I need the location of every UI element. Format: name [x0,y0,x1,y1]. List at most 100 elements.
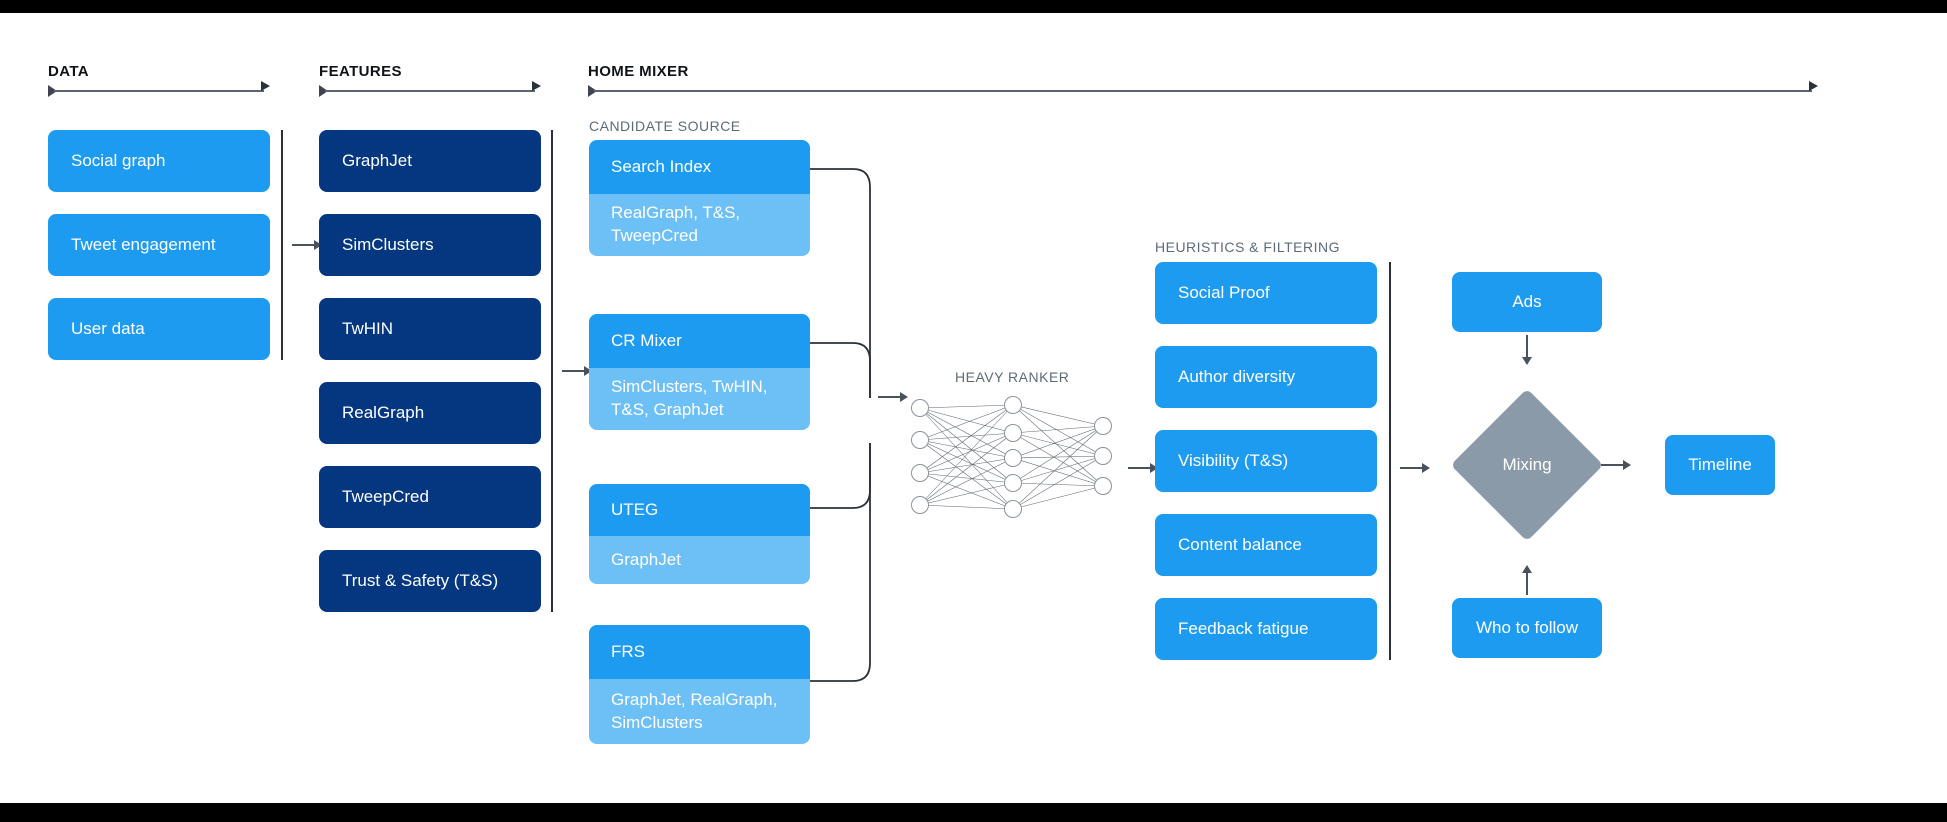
data-box-social-graph[interactable]: Social graph [48,130,270,192]
feature-box-label: TweepCred [342,486,429,506]
sublabel-heavy-ranker: HEAVY RANKER [955,369,1070,385]
data-box-user-data[interactable]: User data [48,298,270,360]
candidate-source-card-search-index[interactable]: Search Index RealGraph, T&S, TweepCred [589,140,810,256]
feature-box-label: GraphJet [342,150,412,170]
arrow-shaft [562,370,585,372]
output-box-ads[interactable]: Ads [1452,272,1602,332]
data-box-tweet-engagement[interactable]: Tweet engagement [48,214,270,276]
arrow-ads-to-mixing [1522,335,1532,365]
feature-box-realgraph[interactable]: RealGraph [319,382,541,444]
feature-box-simclusters[interactable]: SimClusters [319,214,541,276]
arrow-head-icon [584,366,592,376]
card-title: Search Index [589,140,810,194]
rule-start-triangle-icon [48,85,57,97]
arrow-heuristics-to-mixing [1400,463,1430,473]
mixing-diamond[interactable]: Mixing [1450,388,1604,542]
arrow-head-icon [1150,463,1158,473]
rule-arrow-icon [261,81,270,91]
output-box-who-to-follow[interactable]: Who to follow [1452,598,1602,658]
connector-cr-mixer [810,342,871,398]
divider-features-home [551,130,553,612]
candidate-source-card-uteg[interactable]: UTEG GraphJet [589,484,810,584]
divider-heuristics-output [1389,262,1391,660]
rule-arrow-icon [532,81,541,91]
section-rule-features [319,81,543,97]
section-rule-data [48,81,272,97]
divider-data-features [281,130,283,360]
arrow-features-to-home-mixer [562,366,592,376]
feature-box-trust-safety[interactable]: Trust & Safety (T&S) [319,550,541,612]
heuristic-box-visibility[interactable]: Visibility (T&S) [1155,430,1377,492]
feature-box-label: Trust & Safety (T&S) [342,570,499,590]
sublabel-heuristics-filtering: HEURISTICS & FILTERING [1155,239,1340,255]
arrow-head-icon [1522,357,1532,365]
feature-box-label: SimClusters [342,234,434,254]
candidate-source-card-frs[interactable]: FRS GraphJet, RealGraph, SimClusters [589,625,810,744]
heuristic-box-social-proof[interactable]: Social Proof [1155,262,1377,324]
arrow-who-to-follow-to-mixing [1522,565,1532,595]
connector-frs [810,443,871,682]
arrow-candidates-to-ranker [878,392,908,402]
connector-search-index [810,168,871,398]
output-box-label: Ads [1512,291,1542,311]
heuristic-box-content-balance[interactable]: Content balance [1155,514,1377,576]
candidate-source-connectors [810,168,871,682]
arrow-ranker-to-heuristics [1128,463,1158,473]
feature-box-tweepcred[interactable]: TweepCred [319,466,541,528]
heuristic-box-label: Author diversity [1178,366,1296,386]
output-box-label: Timeline [1688,454,1752,474]
arrow-mixing-to-timeline [1601,460,1631,470]
feature-box-label: RealGraph [342,402,425,422]
output-box-timeline[interactable]: Timeline [1665,435,1775,495]
card-title: UTEG [589,484,810,536]
output-box-label: Who to follow [1475,617,1579,637]
arrow-head-icon [1422,463,1430,473]
card-detail: GraphJet, RealGraph, SimClusters [589,679,810,744]
connector-uteg [810,443,871,509]
arrow-head-icon [900,392,908,402]
section-header-features: FEATURES [319,63,402,80]
rule-line [594,90,1812,92]
card-title: CR Mixer [589,314,810,368]
arrow-shaft [878,396,901,398]
data-box-label: Social graph [71,150,166,170]
heuristic-box-label: Content balance [1178,534,1302,554]
section-header-home-mixer: HOME MIXER [588,63,689,80]
sublabel-candidate-source: CANDIDATE SOURCE [589,118,741,134]
section-rule-home-mixer [588,81,1823,97]
candidate-source-card-cr-mixer[interactable]: CR Mixer SimClusters, TwHIN, T&S, GraphJ… [589,314,810,430]
feature-box-graphjet[interactable]: GraphJet [319,130,541,192]
card-title: FRS [589,625,810,679]
heuristic-box-feedback-fatigue[interactable]: Feedback fatigue [1155,598,1377,660]
rule-line [325,90,535,92]
data-box-label: Tweet engagement [71,234,216,254]
mixing-label: Mixing [1502,455,1552,474]
heuristic-box-label: Feedback fatigue [1178,618,1309,638]
heuristic-box-label: Social Proof [1178,282,1270,302]
arrow-shaft [1601,464,1624,466]
feature-box-twhin[interactable]: TwHIN [319,298,541,360]
section-header-data: DATA [48,63,90,80]
rule-start-triangle-icon [319,85,328,97]
rule-arrow-icon [1809,81,1818,91]
arrow-shaft [1526,335,1528,358]
feature-box-label: TwHIN [342,318,393,338]
card-detail: GraphJet [589,536,810,584]
card-detail: SimClusters, TwHIN, T&S, GraphJet [589,368,810,430]
arrow-shaft [1128,467,1151,469]
arrow-shaft [292,244,315,246]
arrow-head-icon [314,240,322,250]
arrow-head-icon [1623,460,1631,470]
arrow-data-to-features [292,240,322,250]
card-detail: RealGraph, T&S, TweepCred [589,194,810,256]
heavy-ranker-network [911,396,1112,518]
arrow-shaft [1526,572,1528,595]
heuristic-box-author-diversity[interactable]: Author diversity [1155,346,1377,408]
diagram-stage: DATA FEATURES HOME MIXER Social graph Tw… [0,13,1947,803]
arrow-head-icon [1522,565,1532,573]
rule-start-triangle-icon [588,85,597,97]
heuristic-box-label: Visibility (T&S) [1178,450,1289,470]
rule-line [54,90,264,92]
arrow-shaft [1400,467,1423,469]
